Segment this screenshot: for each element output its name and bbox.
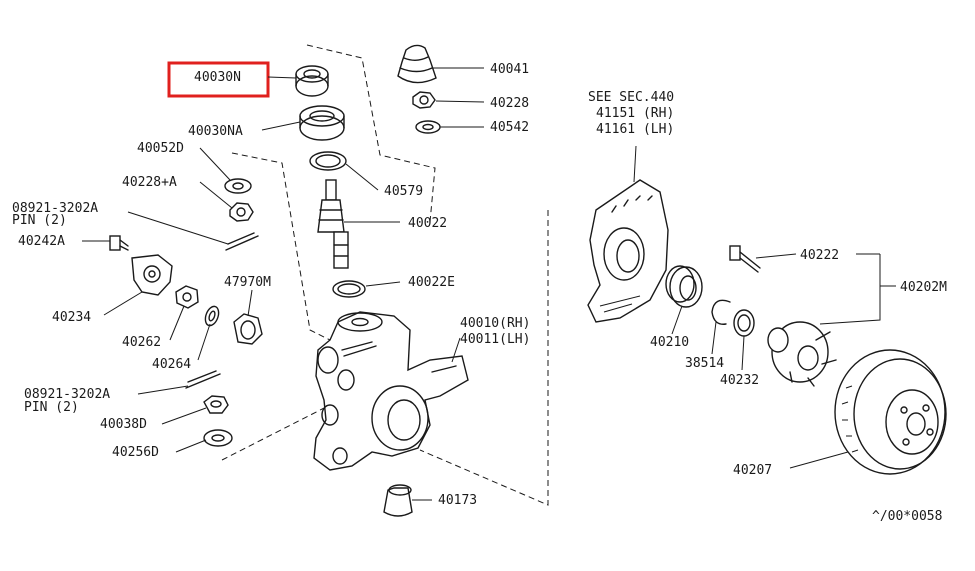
label-40542[interactable]: 40542 — [490, 120, 529, 135]
label-40262[interactable]: 40262 — [122, 335, 161, 350]
nut-40262[interactable] — [175, 285, 199, 309]
label-47970M[interactable]: 47970M — [224, 275, 271, 290]
nut-47970M[interactable] — [233, 313, 263, 345]
label-40173[interactable]: 40173 — [438, 493, 477, 508]
label-40234[interactable]: 40234 — [52, 310, 91, 325]
label-40228[interactable]: 40228 — [490, 96, 529, 111]
rotor-40207[interactable] — [834, 349, 947, 475]
dashed-guides — [221, 44, 549, 506]
pin-upper[interactable] — [225, 232, 259, 251]
label-40030NA[interactable]: 40030NA — [188, 124, 243, 139]
washer-40542[interactable] — [415, 120, 441, 134]
bolt-40222[interactable] — [729, 245, 761, 273]
nut-40038D[interactable] — [203, 395, 229, 414]
label-40242A[interactable]: 40242A — [18, 234, 65, 249]
snap-ring-38514[interactable] — [711, 299, 731, 325]
bearing-40030NA[interactable] — [299, 105, 345, 141]
label-40579[interactable]: 40579 — [384, 184, 423, 199]
label-40232[interactable]: 40232 — [720, 373, 759, 388]
label-40052D[interactable]: 40052D — [137, 141, 184, 156]
washer-40052D[interactable] — [224, 178, 252, 194]
label-40222[interactable]: 40222 — [800, 248, 839, 263]
pin-lower[interactable] — [185, 370, 221, 389]
nut-40228[interactable] — [412, 91, 436, 109]
label-40264[interactable]: 40264 — [152, 357, 191, 372]
backing-plate[interactable] — [587, 179, 669, 323]
boot-40041[interactable] — [397, 44, 437, 84]
seal-40232[interactable] — [733, 309, 755, 337]
knuckle-40010[interactable] — [313, 311, 469, 471]
label-pin-lower: PIN (2) — [24, 400, 79, 415]
label-38514[interactable]: 38514 — [685, 356, 724, 371]
label-40256D[interactable]: 40256D — [112, 445, 159, 460]
bearing-40030N[interactable] — [295, 65, 329, 97]
label-08921-upper[interactable]: 08921-3202A — [12, 201, 98, 216]
label-40010[interactable]: 40010(RH) — [460, 316, 530, 331]
label-40228A[interactable]: 40228+A — [122, 175, 177, 190]
label-40030N[interactable]: 40030N — [194, 70, 241, 85]
seal-40579[interactable] — [309, 151, 347, 171]
label-08921-lower[interactable]: 08921-3202A — [24, 387, 110, 402]
highlight-box[interactable] — [167, 61, 270, 98]
part-labels: 40030N 40030NA 40052D 40228+A 08921-3202… — [12, 62, 947, 524]
label-40041[interactable]: 40041 — [490, 62, 529, 77]
label-40038D[interactable]: 40038D — [100, 417, 147, 432]
bearing-40210[interactable] — [665, 265, 703, 308]
label-40022E[interactable]: 40022E — [408, 275, 455, 290]
label-40210[interactable]: 40210 — [650, 335, 689, 350]
label-41161[interactable]: 41161 (LH) — [596, 122, 674, 137]
label-40011[interactable]: 40011(LH) — [460, 332, 530, 347]
bolt-40242A[interactable] — [109, 235, 129, 251]
washer-40022E[interactable] — [332, 280, 366, 298]
label-40207[interactable]: 40207 — [733, 463, 772, 478]
bushing-40173[interactable] — [383, 484, 413, 517]
leader-lines — [82, 67, 896, 501]
flange-40234[interactable] — [131, 254, 173, 296]
label-41151[interactable]: 41151 (RH) — [596, 106, 674, 121]
nut-40228A[interactable] — [229, 202, 254, 222]
label-40202M[interactable]: 40202M — [900, 280, 947, 295]
label-40022[interactable]: 40022 — [408, 216, 447, 231]
label-see-section[interactable]: SEE SEC.440 — [588, 90, 674, 105]
diagram-code: ^/00*0058 — [872, 509, 942, 524]
label-pin-upper: PIN (2) — [12, 213, 67, 228]
washer-40264[interactable] — [203, 305, 221, 328]
washer-40256D[interactable] — [203, 429, 233, 447]
kingpin-40022[interactable] — [317, 179, 349, 269]
hub-40202M[interactable] — [767, 321, 837, 387]
